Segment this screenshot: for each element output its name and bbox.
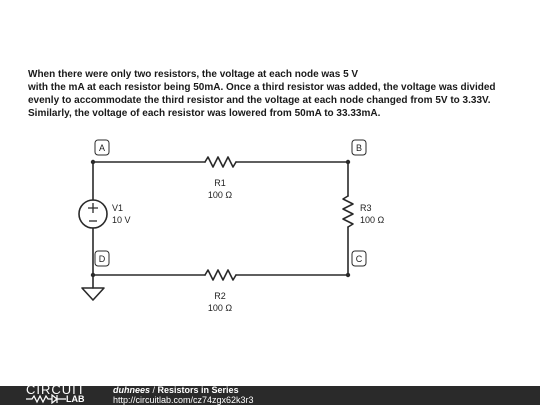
description-line-3: evenly to accommodate the third resistor…	[28, 95, 491, 106]
v1-value: 10 V	[112, 215, 131, 225]
byline-separator: /	[150, 385, 158, 395]
junction-b	[345, 159, 351, 165]
v1-name: V1	[112, 203, 123, 213]
footer-bar	[0, 386, 540, 405]
node-d-label: D	[99, 254, 106, 264]
node-a-box	[94, 139, 110, 156]
description-line-1: When there were only two resistors, the …	[28, 69, 359, 80]
ground-icon	[81, 287, 105, 301]
description-line-2: with the mA at each resistor being 50mA.…	[28, 82, 496, 93]
junction-a	[90, 159, 96, 165]
logo-word-lab: LAB	[66, 394, 85, 404]
resistor-r1-symbol	[204, 156, 237, 168]
plus-sign-icon	[88, 203, 98, 213]
node-c-label: C	[356, 254, 363, 264]
r2-name: R2	[214, 291, 226, 301]
node-d-box	[94, 250, 110, 267]
circuit-title: Resistors in Series	[157, 385, 239, 395]
r3-value: 100 Ω	[360, 215, 385, 225]
r3-name: R3	[360, 203, 372, 213]
resistor-r3-symbol	[342, 195, 354, 228]
r1-value: 100 Ω	[208, 190, 233, 200]
node-b-box	[351, 139, 367, 156]
footer-byline: duhnees / Resistors in Series	[113, 385, 239, 395]
circuit-description: When there were only two resistors, the …	[28, 68, 528, 120]
logo-circuit-icon	[26, 394, 66, 404]
node-c-box	[351, 250, 367, 267]
circuitlab-logo[interactable]: CIRCUIT LAB	[26, 382, 96, 405]
author-link[interactable]: duhnees	[113, 385, 151, 395]
junction-d	[90, 272, 96, 278]
circuit-schematic: A B C D R1 100 Ω R2 100 Ω R3 100 Ω V1 10…	[78, 139, 385, 313]
node-a-label: A	[99, 143, 105, 153]
description-line-4: Similarly, the voltage of each resistor …	[28, 108, 381, 119]
logo-word-circuit: CIRCUIT	[26, 382, 86, 397]
r2-value: 100 Ω	[208, 303, 233, 313]
junction-c	[345, 272, 351, 278]
resistor-r2-symbol	[204, 269, 237, 281]
circuit-url-link[interactable]: http://circuitlab.com/cz74zgx62k3r3	[113, 395, 254, 405]
node-b-label: B	[356, 143, 362, 153]
r1-name: R1	[214, 178, 226, 188]
